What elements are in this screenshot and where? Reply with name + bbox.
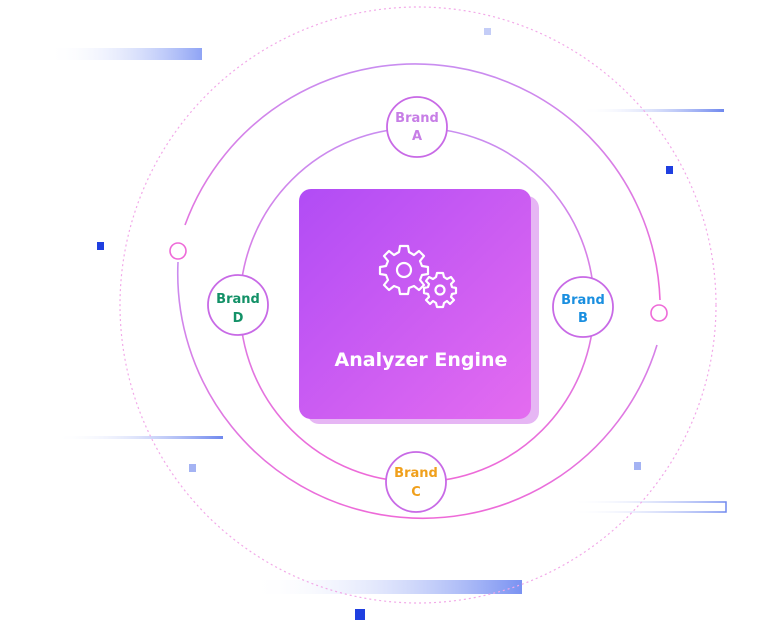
deco-line-left-lower bbox=[55, 436, 223, 439]
gears-icon bbox=[378, 244, 458, 309]
brand-node-c: Brand C bbox=[385, 451, 447, 513]
brand-a-label-line1: Brand bbox=[395, 111, 439, 126]
deco-line-right-upper bbox=[580, 109, 724, 112]
brand-a-label-line2: A bbox=[412, 129, 422, 144]
ring-node-left bbox=[169, 242, 187, 260]
brand-b-label-line1: Brand bbox=[561, 293, 605, 308]
deco-bar-bottom bbox=[250, 580, 522, 594]
brand-c-label-line2: C bbox=[411, 485, 421, 500]
middle-ring bbox=[176, 63, 661, 520]
brand-node-a: Brand A bbox=[386, 96, 448, 158]
ring-node-right bbox=[650, 304, 668, 322]
brand-d-label-line2: D bbox=[233, 311, 244, 326]
engine-title: Analyzer Engine bbox=[335, 349, 508, 371]
deco-square bbox=[634, 462, 641, 470]
outer-dashed-ring bbox=[119, 6, 717, 604]
brand-d-label-line1: Brand bbox=[216, 292, 260, 307]
deco-square bbox=[97, 242, 104, 250]
brand-node-b: Brand B bbox=[552, 276, 614, 338]
deco-square bbox=[484, 28, 491, 35]
deco-square bbox=[666, 166, 673, 174]
deco-frame-right-lower bbox=[565, 501, 727, 513]
brand-b-label-line2: B bbox=[578, 311, 588, 326]
deco-square bbox=[355, 609, 365, 620]
deco-bar-top-left bbox=[48, 48, 202, 60]
analyzer-engine-card: Analyzer Engine bbox=[299, 189, 539, 424]
brand-c-label-line1: Brand bbox=[394, 466, 438, 481]
brand-node-d: Brand D bbox=[207, 274, 269, 336]
deco-square bbox=[189, 464, 196, 472]
